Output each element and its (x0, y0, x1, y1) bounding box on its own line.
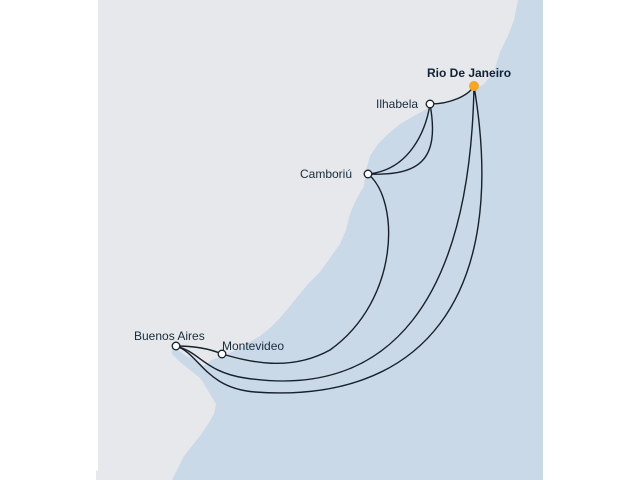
land-south-america (98, 0, 518, 480)
route-buenos-aires-rio-inner (175, 85, 475, 382)
port-label-buenos-aires: Buenos Aires (134, 329, 205, 343)
port-marker-rio-de-janeiro[interactable] (469, 81, 479, 91)
route-ilhabela-camboriu (367, 103, 431, 175)
island (98, 452, 110, 470)
port-label-ilhabela: Ilhabela (376, 97, 418, 111)
port-marker-buenos-aires[interactable] (171, 341, 181, 351)
port-marker-camboriu[interactable] (363, 169, 373, 179)
port-label-rio-de-janeiro: Rio De Janeiro (427, 66, 511, 80)
port-markers (171, 81, 479, 359)
island (96, 470, 102, 480)
rio-de-la-plata (172, 344, 210, 394)
port-marker-montevideo[interactable] (217, 349, 227, 359)
route-buenos-aires-rio-outer (175, 85, 483, 394)
port-label-camboriu: Camboriú (300, 167, 352, 181)
port-label-montevideo: Montevideo (222, 339, 284, 353)
port-labels: Rio De Janeiro Ilhabela Camboriú Buenos … (134, 66, 511, 353)
route-camboriu-montevideo (221, 173, 390, 365)
port-marker-ilhabela[interactable] (425, 99, 435, 109)
route-camboriu-ilhabela (367, 103, 434, 175)
